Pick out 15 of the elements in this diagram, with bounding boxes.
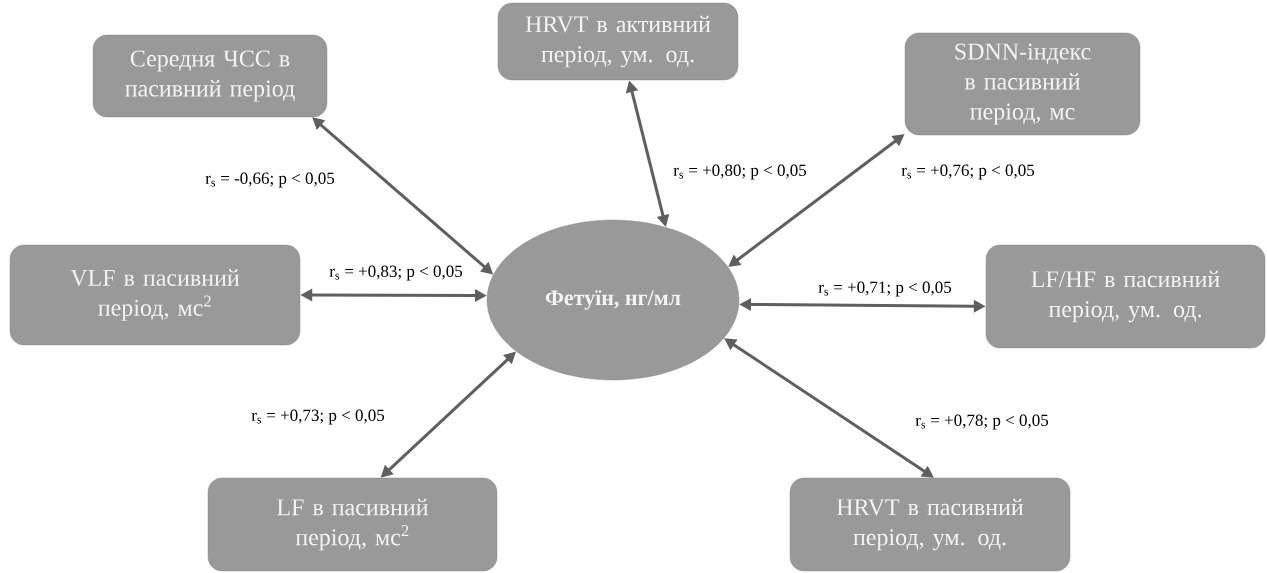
rounded-box: HRVT в активний період, ум. од. xyxy=(497,2,739,81)
rounded-box: LF/HF в пасивний період, ум. од. xyxy=(985,244,1266,349)
edge-label: r$_{s}$ = +0,83; p < 0,05 xyxy=(329,265,463,281)
rounded-box: LF в пасивний період, мс$^{2}$ xyxy=(207,477,498,572)
edge-label: r$_{s}$ = +0,76; p < 0,05 xyxy=(901,164,1035,180)
rounded-box: Середня ЧСС в пасивний період xyxy=(92,34,328,118)
rounded-box: VLF в пасивний період, мс$^{2}$ xyxy=(9,244,301,346)
rounded-box: SDNN-індекс в пасивний період, мс xyxy=(904,32,1141,136)
rounded-box: HRVT в пасивний період, ум. од. xyxy=(789,477,1071,572)
edge-label: r$_{s}$ = +0,73; p < 0,05 xyxy=(251,409,385,425)
edge-label: r$_{s}$ = +0,80; p < 0,05 xyxy=(673,164,807,180)
edge-label: r$_{s}$ = +0,71; p < 0,05 xyxy=(818,281,952,297)
ellipse-node: Фетуїн, нг/мл xyxy=(486,219,740,381)
edge-label: r$_{s}$ = -0,66; p < 0,05 xyxy=(205,172,335,188)
edge-label: r$_{s}$ = +0,78; p < 0,05 xyxy=(915,414,1049,430)
